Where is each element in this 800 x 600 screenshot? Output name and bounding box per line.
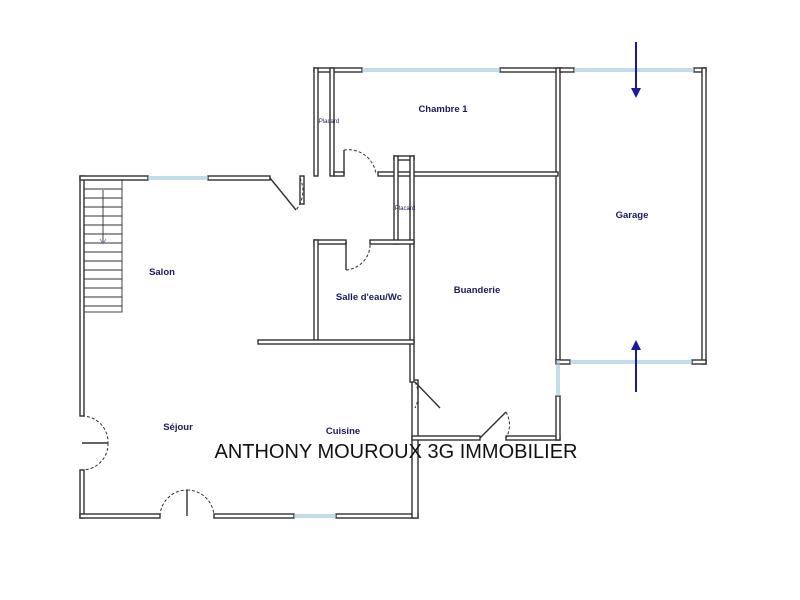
staircase [83,179,123,313]
arrow-down-head-icon [631,88,641,98]
windows [148,68,694,518]
label-placard-2: Placard [395,206,415,212]
label-salle-eau: Salle d'eau/Wc [336,292,402,303]
label-sejour: Séjour [163,422,193,433]
label-placard-1: Placard [319,119,339,125]
label-chambre: Chambre 1 [418,104,468,115]
arrow-up-head-icon [631,340,641,350]
watermark-text: ANTHONY MOUROUX 3G IMMOBILIER [214,441,577,463]
label-cuisine: Cuisine [326,426,360,437]
doors [81,149,510,517]
walls [79,67,707,519]
garage-arrows [631,42,641,392]
label-salon: Salon [149,267,175,278]
room-labels: Chambre 1 Placard Placard Garage Salon S… [149,104,648,437]
label-buanderie: Buanderie [454,285,500,296]
label-garage: Garage [616,210,649,221]
